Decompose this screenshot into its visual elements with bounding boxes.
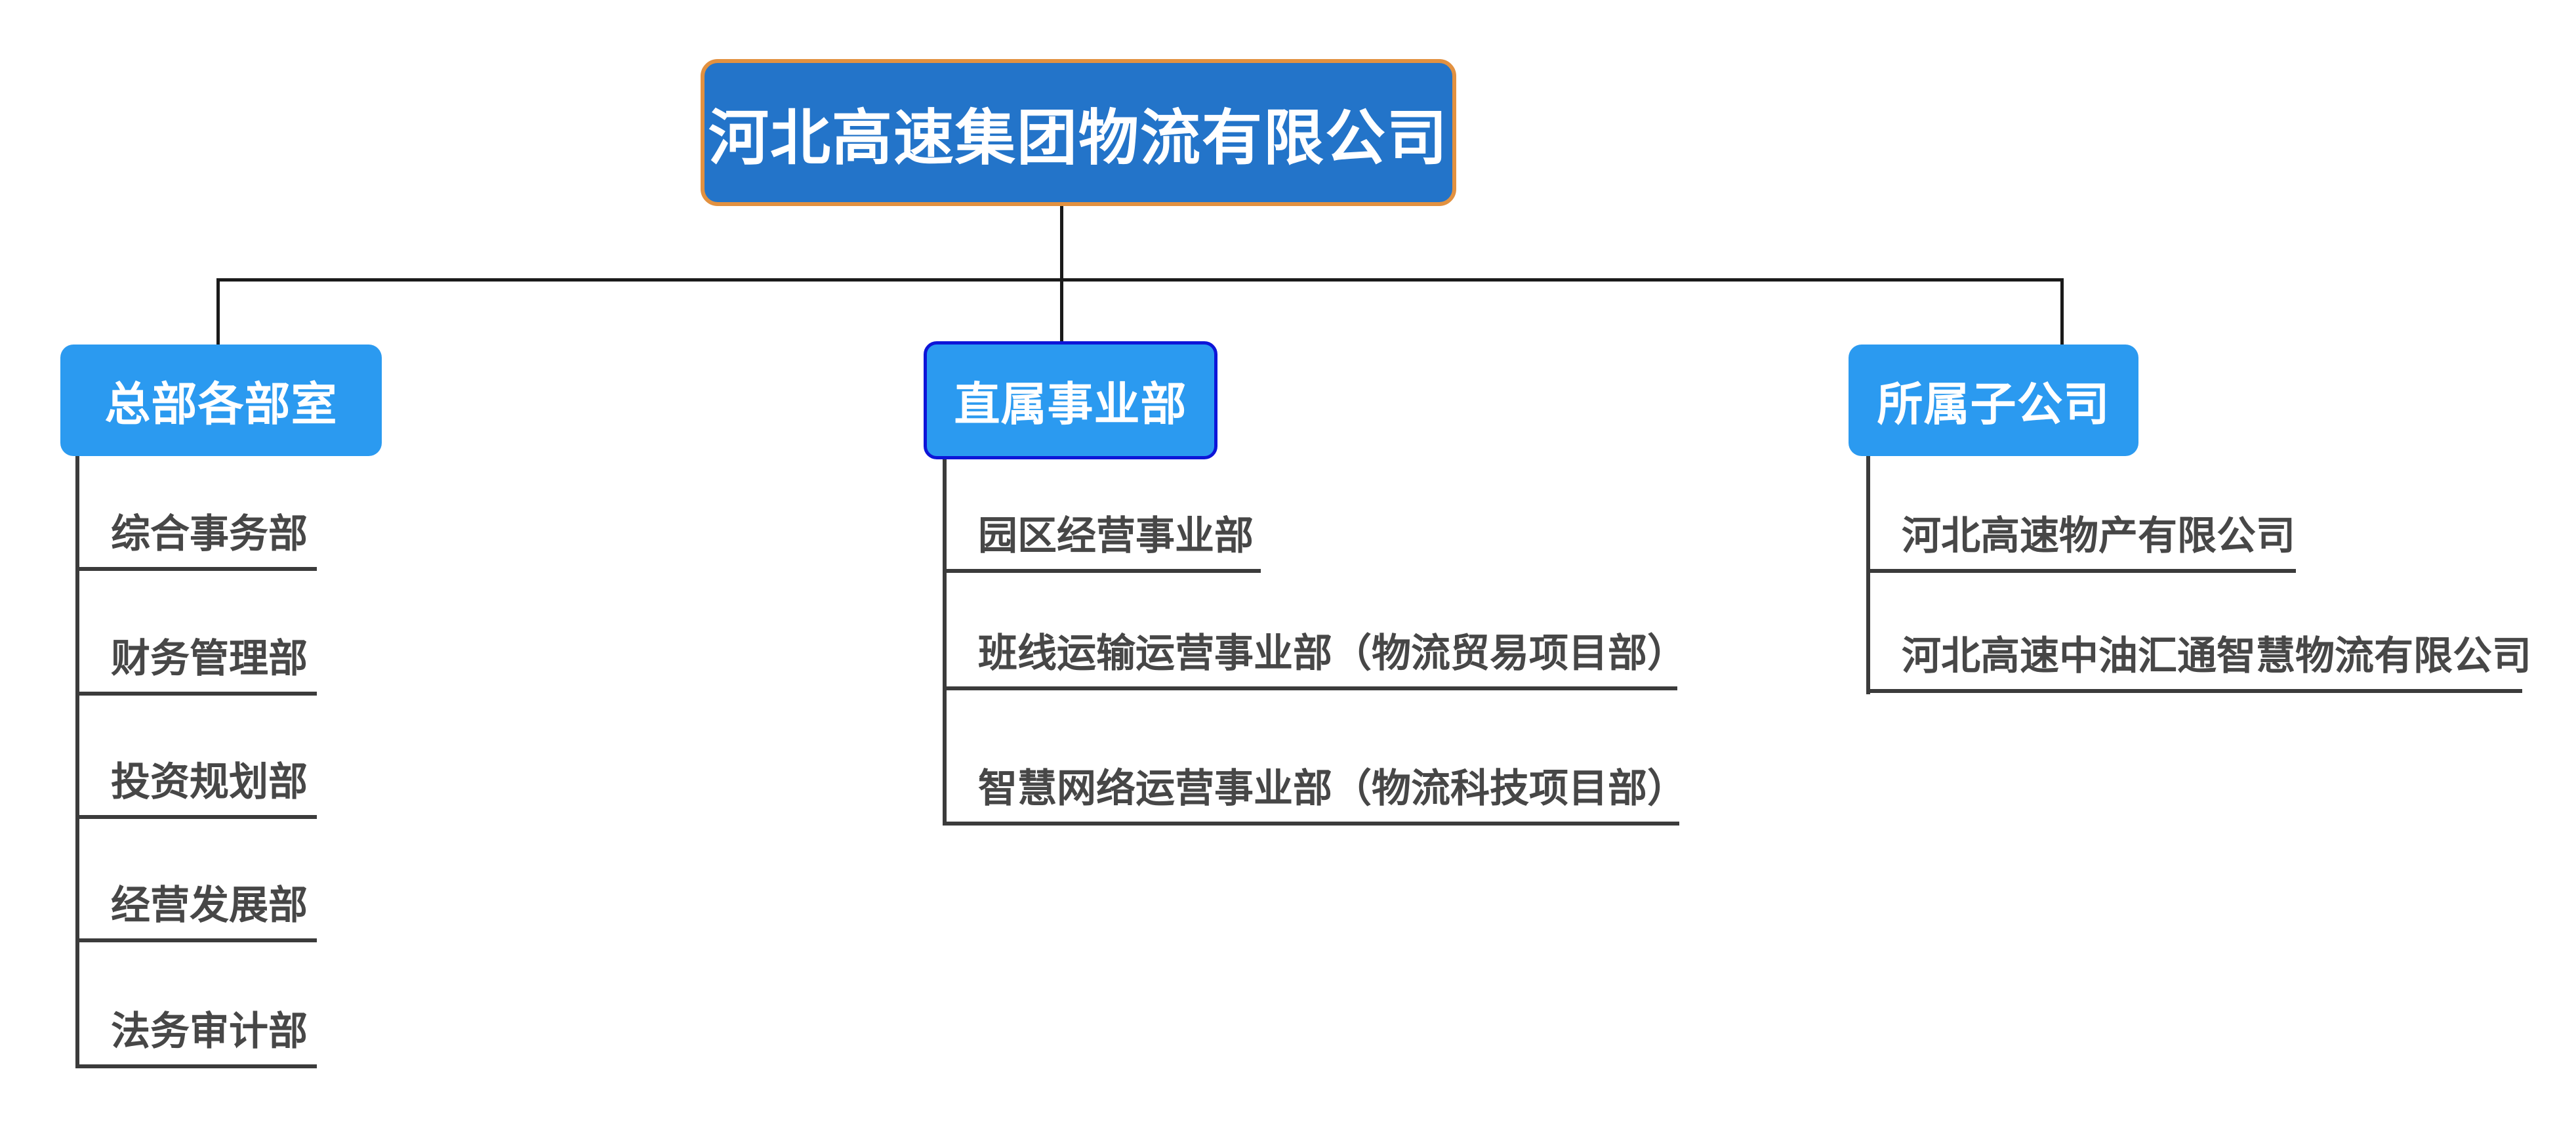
connector-horizontal-line [216,278,2064,282]
leaf-topic-label: 经营发展部 [111,883,308,927]
leaf-topic-label: 法务审计部 [111,1009,308,1053]
leaf-topic[interactable]: 班线运输运营事业部（物流贸易项目部） [943,625,1687,690]
leaf-topic-label: 园区经营事业部 [978,514,1254,558]
branch-topic-label: 总部各部室 [104,378,338,430]
leaf-topic[interactable]: 法务审计部 [75,1003,317,1068]
leaf-topic-label: 河北高速物产有限公司 [1902,514,2295,558]
leaf-topic-label: 河北高速中油汇通智慧物流有限公司 [1902,634,2531,678]
leaf-topic[interactable]: 财务管理部 [75,630,317,696]
branch-spine-subsidiaries [1866,456,1870,694]
leaf-topic[interactable]: 经营发展部 [75,877,317,942]
branch-topic-business-divisions[interactable]: 直属事业部 [924,341,1217,459]
leaf-topic[interactable]: 园区经营事业部 [943,507,1261,573]
leaf-topic-label: 投资规划部 [111,760,308,804]
branch-topic-headquarters[interactable]: 总部各部室 [60,345,382,456]
branch-topic-subsidiaries[interactable]: 所属子公司 [1849,345,2138,456]
branch-topic-label: 所属子公司 [1877,378,2110,430]
leaf-topic-label: 智慧网络运营事业部（物流科技项目部） [978,766,1687,810]
root-topic-label: 河北高速集团物流有限公司 [708,104,1448,172]
leaf-topic[interactable]: 河北高速物产有限公司 [1866,507,2296,573]
branch-spine-business-divisions [943,458,947,826]
connector-drop-right-line [2060,278,2064,345]
leaf-topic-label: 综合事务部 [111,512,308,556]
branch-spine-headquarters [75,456,79,1068]
leaf-topic-label: 班线运输运营事业部（物流贸易项目部） [978,631,1687,675]
branch-topic-label: 直属事业部 [954,378,1187,430]
root-topic[interactable]: 河北高速集团物流有限公司 [701,59,1456,206]
leaf-topic[interactable]: 河北高速中油汇通智慧物流有限公司 [1866,627,2531,693]
leaf-topic[interactable]: 综合事务部 [75,505,317,571]
leaf-topic[interactable]: 智慧网络运营事业部（物流科技项目部） [943,760,1687,826]
leaf-topic-label: 财务管理部 [111,637,308,680]
connector-drop-left-line [216,278,220,346]
connector-root-vertical-line [1060,206,1063,343]
leaf-topic[interactable]: 投资规划部 [75,753,317,819]
